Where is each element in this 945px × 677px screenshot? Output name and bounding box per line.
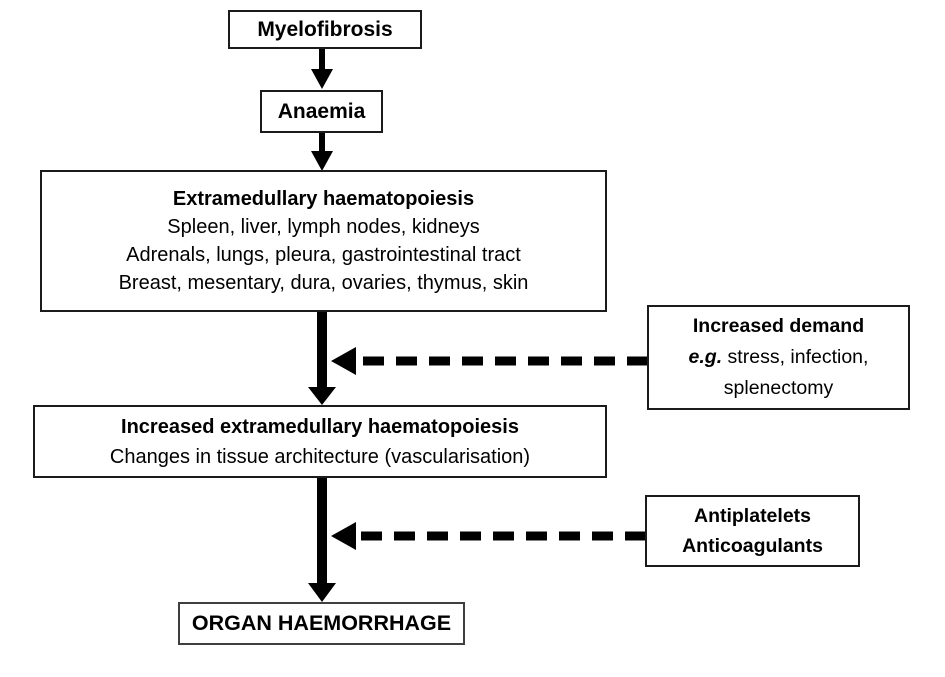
node-emh-line3: Breast, mesentary, dura, ovaries, thymus… xyxy=(118,272,529,294)
arrow-down-icon-myelofibrosis-to-anaemia xyxy=(311,49,333,89)
thick-arrow-down-icon-emh-to-increased-emh xyxy=(308,311,336,405)
thick-arrow-down-icon-increased-emh-to-organ-haemorrhage xyxy=(308,477,336,602)
node-emh-line1: Spleen, liver, lymph nodes, kidneys xyxy=(167,216,480,238)
node-increased-extramedullary-haematopoiesis: Increased extramedullary haematopoiesis … xyxy=(33,405,607,478)
node-myelofibrosis-label: Myelofibrosis xyxy=(257,17,393,41)
eg-abbreviation: e.g. xyxy=(688,346,723,368)
node-increased-demand-title: Increased demand xyxy=(692,315,865,337)
node-organ-haemorrhage-label: ORGAN HAEMORRHAGE xyxy=(191,611,452,635)
node-emh-line2: Adrenals, lungs, pleura, gastrointestina… xyxy=(126,244,521,266)
node-emh-title: Extramedullary haematopoiesis xyxy=(172,188,475,210)
node-anaemia-label: Anaemia xyxy=(277,99,366,123)
node-increased-emh-title: Increased extramedullary haematopoiesis xyxy=(121,415,519,438)
node-anticoagulants-label: Anticoagulants xyxy=(682,535,823,557)
node-myelofibrosis: Myelofibrosis xyxy=(228,10,422,49)
node-antithrombotics: Antiplatelets Anticoagulants xyxy=(645,495,860,567)
node-anaemia: Anaemia xyxy=(260,90,383,133)
node-increased-demand-line2: splenectomy xyxy=(723,377,834,399)
node-increased-demand: Increased demand e.g. stress, infection,… xyxy=(647,305,910,410)
node-extramedullary-haematopoiesis: Extramedullary haematopoiesis Spleen, li… xyxy=(40,170,607,312)
node-increased-demand-examples: e.g. stress, infection, xyxy=(689,342,869,373)
dashed-arrow-left-icon-antithrombotics xyxy=(331,522,646,550)
dashed-arrow-left-icon-increased-demand xyxy=(331,347,648,375)
node-increased-emh-subtitle: Changes in tissue architecture (vascular… xyxy=(109,445,531,468)
arrow-down-icon-anaemia-to-emh xyxy=(311,133,333,171)
node-antiplatelets-label: Antiplatelets xyxy=(693,505,812,527)
node-organ-haemorrhage: ORGAN HAEMORRHAGE xyxy=(178,602,465,645)
node-increased-demand-examples-rest: stress, infection, xyxy=(722,346,869,368)
